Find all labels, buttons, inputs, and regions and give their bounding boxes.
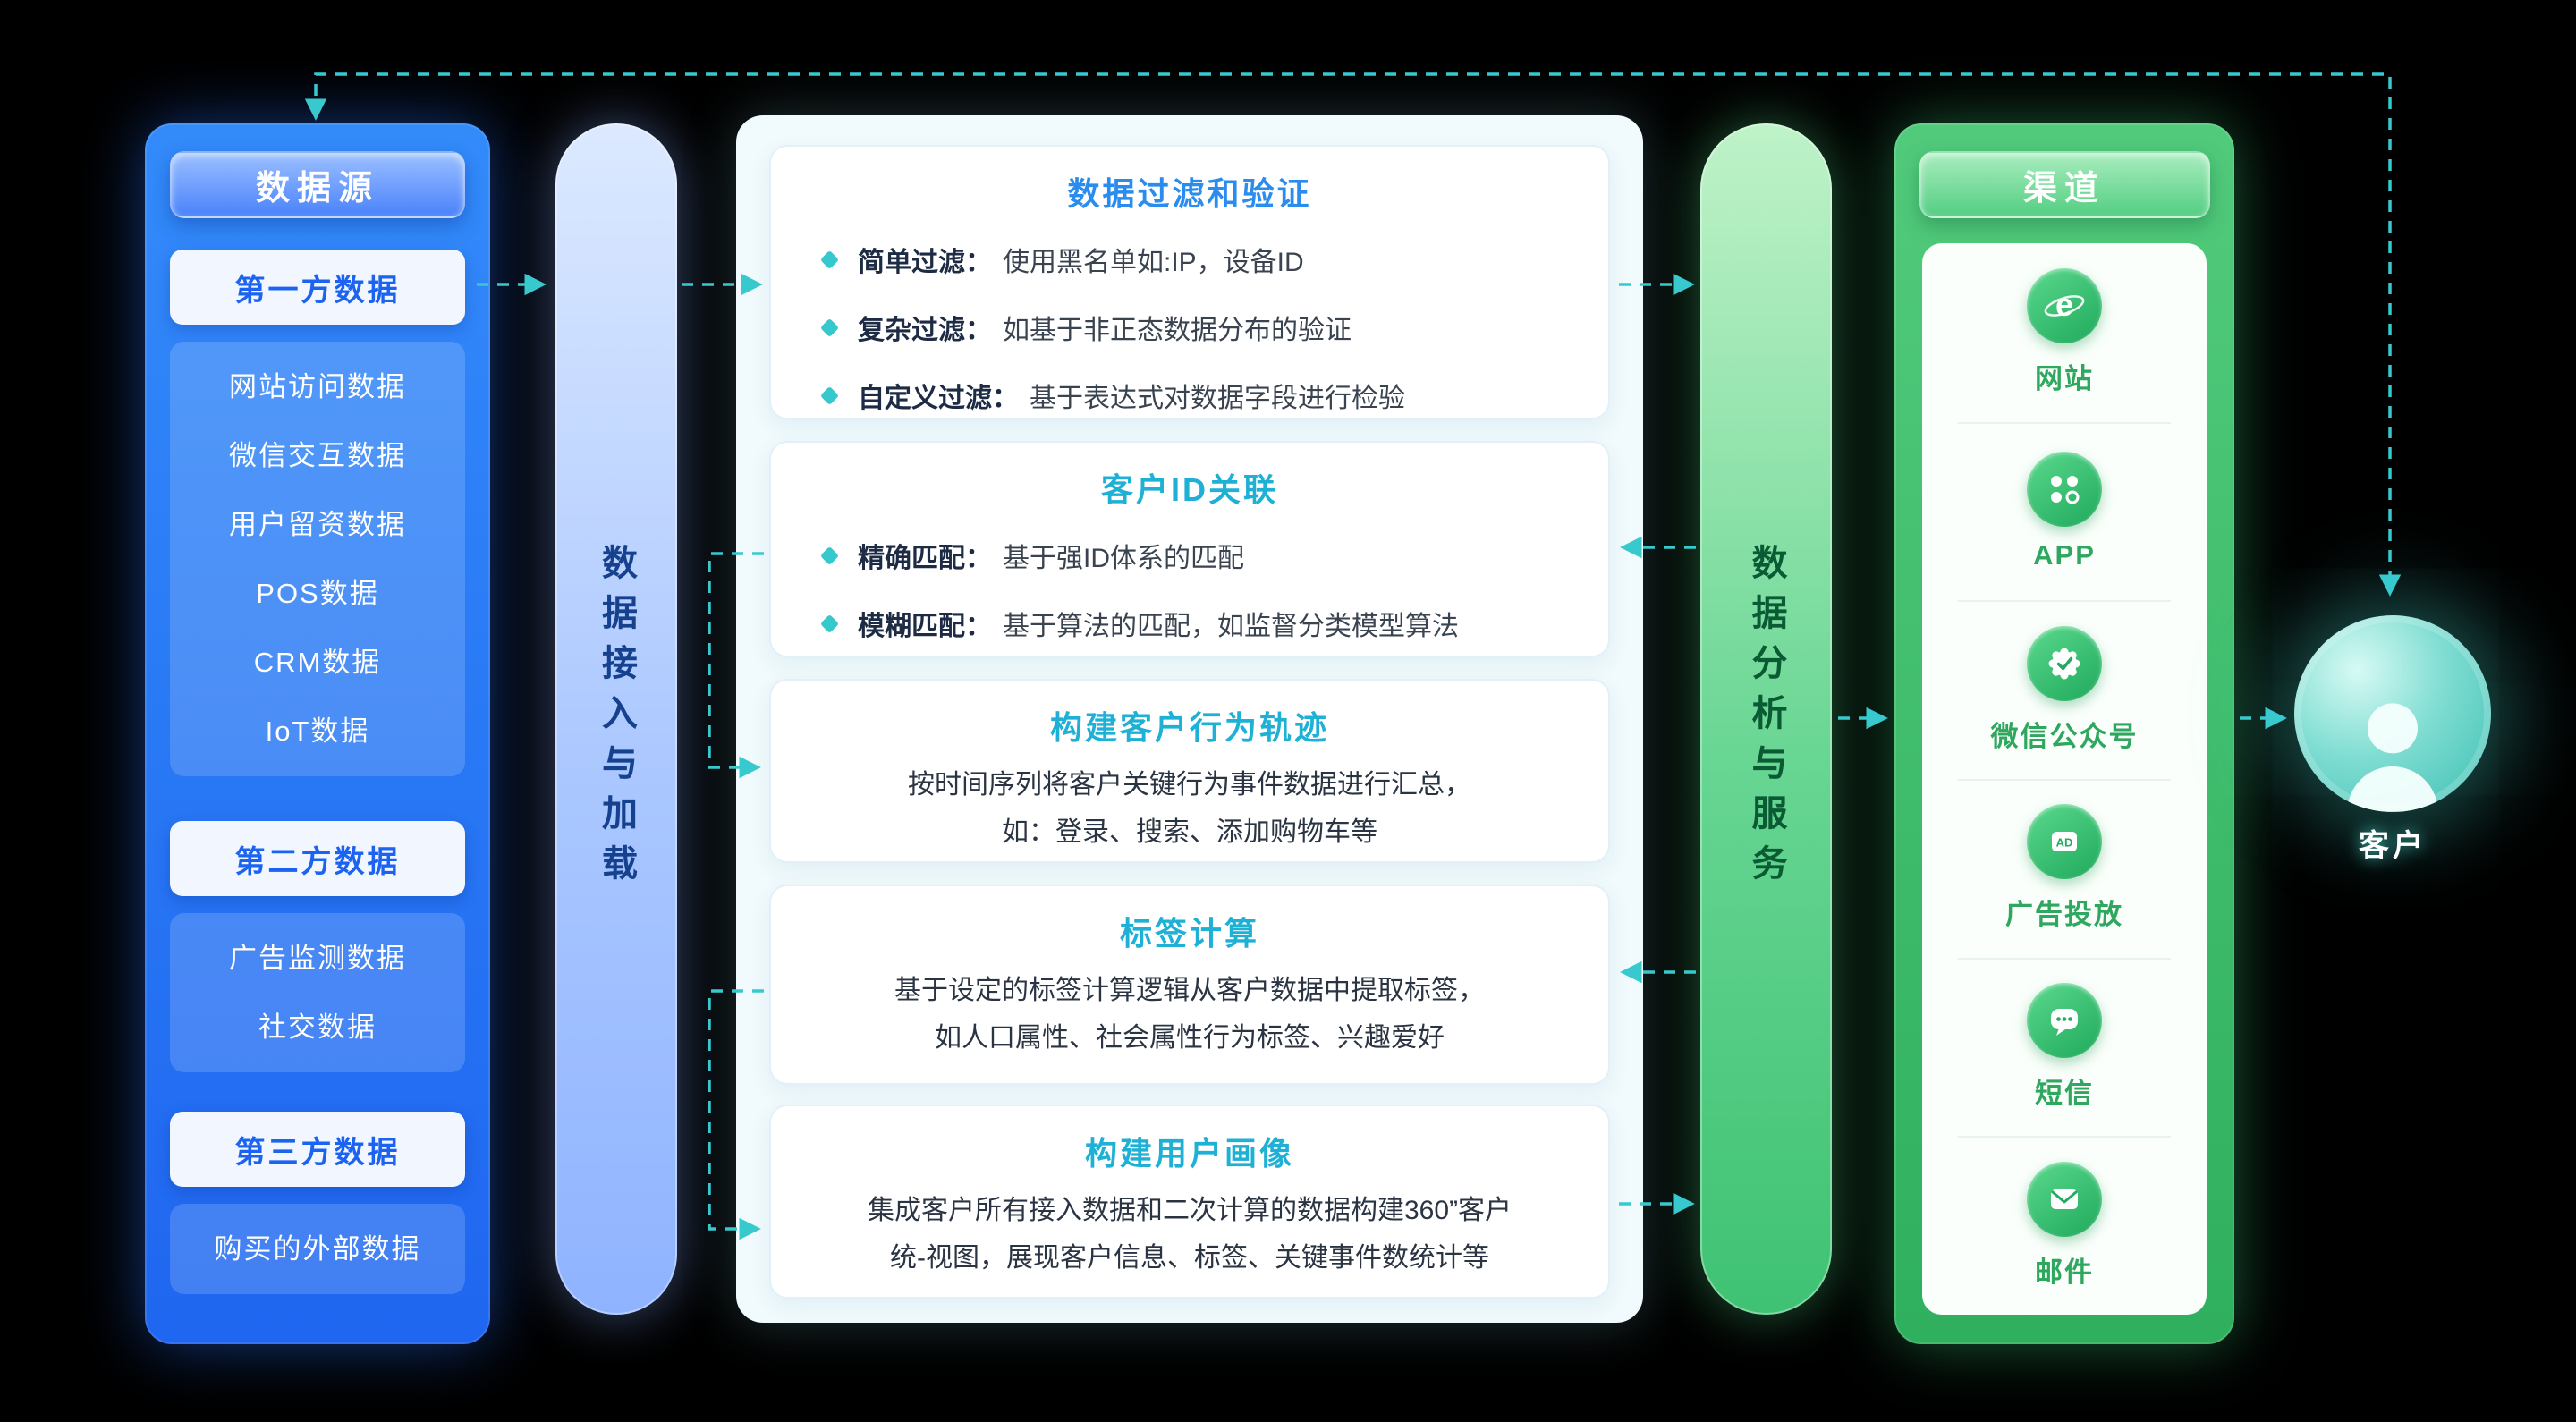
card-user-profile: 构建用户画像 集成客户所有接入数据和二次计算的数据构建360”客户 统-视图，展… <box>769 1105 1610 1299</box>
data-sources-header: 数据源 <box>170 151 465 218</box>
customer-node: 客户 <box>2292 615 2494 865</box>
body-line: 按时间序列将客户关键行为事件数据进行汇总， <box>908 770 1471 800</box>
body-line: 统-视图，展现客户信息、标签、关键事件数统计等 <box>889 1243 1489 1273</box>
list-item: CRM数据 <box>253 647 382 678</box>
channels-panel: 渠道 e 网站 <box>1894 123 2234 1344</box>
body-line: 集成客户所有接入数据和二次计算的数据构建360”客户 <box>867 1196 1513 1225</box>
bullet-label: 复杂过滤： <box>858 316 992 345</box>
first-party-items: 网站访问数据 微信交互数据 用户留资数据 POS数据 CRM数据 IoT数据 <box>170 342 465 776</box>
card-title: 数据过滤和验证 <box>1067 175 1312 212</box>
bullet-label: 精确匹配： <box>858 544 992 573</box>
card-body: 按时间序列将客户关键行为事件数据进行汇总， 如：登录、搜索、添加购物车等 <box>908 765 1471 852</box>
bullet-text: 基于算法的匹配，如监督分类模型算法 <box>1003 612 1459 641</box>
card-behavior-track: 构建客户行为轨迹 按时间序列将客户关键行为事件数据进行汇总， 如：登录、搜索、添… <box>769 679 1610 863</box>
ingest-pill: 数据接入与加载 <box>555 123 677 1315</box>
diamond-bullet-icon <box>819 614 840 633</box>
card-id-mapping: 客户ID关联 精确匹配： 基于强ID体系的匹配 模糊匹配： 基于算法的匹配，如监… <box>769 441 1610 657</box>
app-grid-icon <box>2027 451 2102 527</box>
card-title: 构建客户行为轨迹 <box>1049 709 1329 746</box>
channel-label: 短信 <box>2035 1078 2094 1110</box>
body-line: 基于设定的标签计算逻辑从客户数据中提取标签， <box>894 976 1485 1005</box>
bullet-item: 简单过滤： 使用黑名单如:IP，设备ID <box>819 240 1608 279</box>
channel-website: e 网站 <box>1922 243 2207 422</box>
ad-icon: AD <box>2027 804 2102 880</box>
body-line: 如：登录、搜索、添加购物车等 <box>1002 817 1377 847</box>
diamond-bullet-icon <box>819 317 840 337</box>
bullet-label: 模糊匹配： <box>858 612 992 641</box>
list-item: 用户留资数据 <box>229 509 406 540</box>
card-body: 基于设定的标签计算逻辑从客户数据中提取标签， 如人口属性、社会属性行为标签、兴趣… <box>894 970 1485 1058</box>
channel-label: APP <box>2033 538 2096 571</box>
analysis-pill: 数据分析与服务 <box>1700 123 1832 1315</box>
bullet-item: 复杂过滤： 如基于非正态数据分布的验证 <box>819 308 1608 347</box>
group-label-first-party: 第一方数据 <box>170 250 465 325</box>
customer-label: 客户 <box>2359 829 2427 863</box>
bullet-item: 自定义过滤： 基于表达式对数据字段进行检验 <box>819 376 1608 415</box>
card-data-filtering: 数据过滤和验证 简单过滤： 使用黑名单如:IP，设备ID 复杂过滤： 如基于非正… <box>769 145 1610 419</box>
list-item: POS数据 <box>256 578 379 609</box>
channel-label: 广告投放 <box>2005 899 2123 931</box>
badge-check-icon <box>2027 625 2102 701</box>
channel-sms: 短信 <box>1922 957 2207 1137</box>
channel-label: 网站 <box>2035 363 2094 395</box>
channel-ad: AD 广告投放 <box>1922 779 2207 958</box>
card-title: 标签计算 <box>1119 915 1259 952</box>
bullet-text: 基于强ID体系的匹配 <box>1003 544 1244 573</box>
second-party-items: 广告监测数据 社交数据 <box>170 913 465 1072</box>
list-item: 网站访问数据 <box>229 371 406 402</box>
third-party-items: 购买的外部数据 <box>170 1204 465 1294</box>
data-sources-panel: 数据源 第一方数据 网站访问数据 微信交互数据 用户留资数据 POS数据 CRM… <box>145 123 490 1344</box>
channel-wechat-official: 微信公众号 <box>1922 600 2207 779</box>
bullet-label: 简单过滤： <box>858 248 992 277</box>
list-item: 购买的外部数据 <box>214 1233 421 1265</box>
channels-list: e 网站 APP <box>1922 243 2207 1315</box>
list-item: 社交数据 <box>258 1011 377 1043</box>
list-item: IoT数据 <box>265 715 370 747</box>
list-item: 广告监测数据 <box>229 943 406 974</box>
group-label-third-party: 第三方数据 <box>170 1112 465 1187</box>
group-label-second-party: 第二方数据 <box>170 821 465 896</box>
channel-label: 微信公众号 <box>1990 720 2139 752</box>
sms-icon <box>2027 983 2102 1059</box>
diamond-bullet-icon <box>819 385 840 405</box>
bullet-text: 基于表达式对数据字段进行检验 <box>1030 384 1405 413</box>
bullet-item: 模糊匹配： 基于算法的匹配，如监督分类模型算法 <box>819 604 1608 643</box>
list-item: 微信交互数据 <box>229 440 406 471</box>
card-body: 集成客户所有接入数据和二次计算的数据构建360”客户 统-视图，展现客户信息、标… <box>868 1190 1512 1278</box>
ingest-pill-label: 数据接入与加载 <box>597 544 636 894</box>
channel-label: 邮件 <box>2035 1256 2094 1288</box>
channel-app: APP <box>1922 421 2207 601</box>
diamond-bullet-icon <box>819 250 840 269</box>
card-title: 构建用户画像 <box>1084 1135 1294 1172</box>
svg-text:e: e <box>2055 286 2073 323</box>
channel-email: 邮件 <box>1922 1136 2207 1315</box>
svg-text:AD: AD <box>2056 836 2073 850</box>
card-title: 客户ID关联 <box>1100 471 1278 508</box>
mail-icon <box>2027 1161 2102 1237</box>
person-icon <box>2294 615 2491 812</box>
processing-panel: 数据过滤和验证 简单过滤： 使用黑名单如:IP，设备ID 复杂过滤： 如基于非正… <box>736 115 1643 1323</box>
bullet-text: 如基于非正态数据分布的验证 <box>1003 316 1352 345</box>
bullet-item: 精确匹配： 基于强ID体系的匹配 <box>819 536 1608 575</box>
browser-icon: e <box>2027 268 2102 344</box>
channels-header: 渠道 <box>1919 151 2210 218</box>
bullet-text: 使用黑名单如:IP，设备ID <box>1003 248 1304 277</box>
analysis-pill-label: 数据分析与服务 <box>1746 544 1786 894</box>
bullet-label: 自定义过滤： <box>858 384 1019 413</box>
body-line: 如人口属性、社会属性行为标签、兴趣爱好 <box>935 1023 1445 1053</box>
bullet-list: 简单过滤： 使用黑名单如:IP，设备ID 复杂过滤： 如基于非正态数据分布的验证… <box>771 240 1608 415</box>
diamond-bullet-icon <box>819 546 840 565</box>
card-tag-compute: 标签计算 基于设定的标签计算逻辑从客户数据中提取标签， 如人口属性、社会属性行为… <box>769 885 1610 1085</box>
bullet-list: 精确匹配： 基于强ID体系的匹配 模糊匹配： 基于算法的匹配，如监督分类模型算法 <box>771 536 1608 643</box>
